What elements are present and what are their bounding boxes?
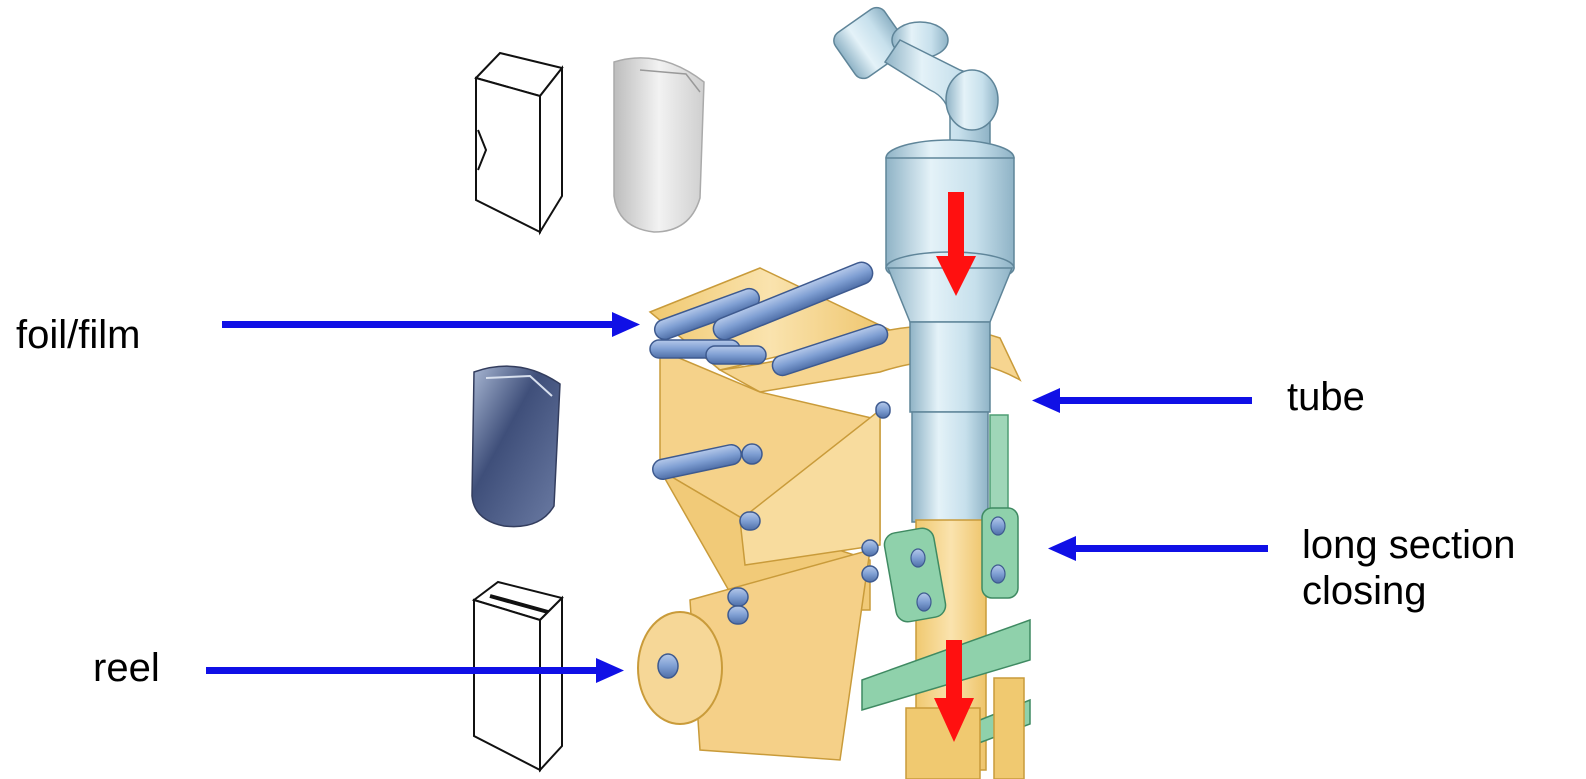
- label-tube: tube: [1287, 375, 1365, 419]
- flow-arrow: [936, 192, 976, 296]
- roller-icon: [649, 261, 891, 625]
- label-long-section-closing: long section closing: [1302, 522, 1515, 614]
- label-foil-film: foil/film: [16, 313, 141, 357]
- roller-icon: [910, 516, 1006, 612]
- label-long-section-closing-line1: long section: [1302, 523, 1516, 567]
- pointer-arrow-reel: [206, 658, 624, 683]
- pointer-arrow-tube: [1032, 388, 1252, 413]
- flow-arrow: [934, 640, 974, 742]
- filling-pipe-icon: [883, 39, 999, 151]
- pointer-arrow-foil: [222, 312, 640, 337]
- pointer-arrow-closing: [1048, 536, 1268, 561]
- carton-icon: [474, 51, 564, 236]
- foil-bag-icon: [471, 365, 561, 528]
- bags-output: [905, 677, 1025, 779]
- paper-bag-icon: [613, 57, 705, 233]
- carton-icon: [471, 580, 564, 773]
- label-long-section-closing-line2: closing: [1302, 569, 1427, 613]
- film-reel-icon: [637, 611, 723, 725]
- label-reel: reel: [93, 646, 160, 690]
